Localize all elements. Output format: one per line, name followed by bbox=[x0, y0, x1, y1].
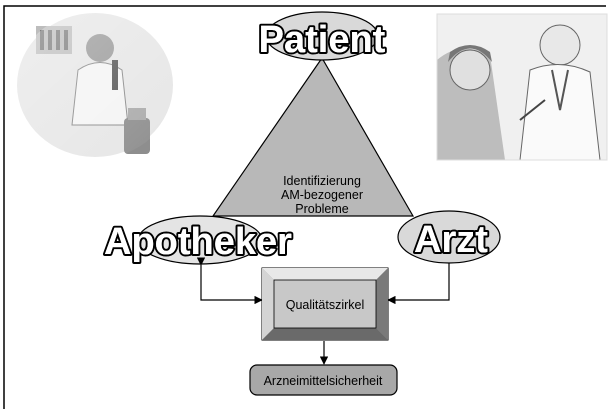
apotheker-label-fill: Apotheker bbox=[104, 221, 292, 263]
node-patient: Patient Patient bbox=[257, 11, 388, 63]
doctor-patient-illustration bbox=[436, 13, 608, 161]
patient-label-fill: Patient bbox=[259, 19, 386, 61]
triangle-line-1: Identifizierung bbox=[283, 174, 361, 188]
arzt-label-fill: Arzt bbox=[414, 219, 488, 261]
pharmacist-photo bbox=[15, 11, 175, 159]
quality-circle-box: Qualitätszirkel bbox=[261, 267, 389, 341]
apotheker-connector bbox=[196, 257, 263, 305]
triangle-label: Identifizierung AM-bezogener Probleme bbox=[281, 174, 363, 216]
node-arzt: Arzt Arzt bbox=[397, 210, 501, 264]
arzt-connector bbox=[387, 263, 450, 305]
triangle-line-2: AM-bezogener bbox=[281, 188, 363, 202]
outcome-box: Arzneimittelsicherheit bbox=[249, 364, 398, 396]
slide-frame bbox=[3, 5, 606, 409]
problem-triangle bbox=[211, 56, 415, 217]
connectors bbox=[196, 257, 450, 365]
node-apotheker: Apotheker Apotheker bbox=[102, 215, 294, 265]
outcome-label: Arzneimittelsicherheit bbox=[264, 374, 383, 388]
triangle-line-3: Probleme bbox=[295, 202, 349, 216]
apotheker-label: Apotheker bbox=[104, 221, 292, 263]
arzt-label: Arzt bbox=[414, 219, 488, 261]
quality-circle-label: Qualitätszirkel bbox=[286, 298, 365, 312]
patient-label: Patient bbox=[259, 19, 386, 61]
